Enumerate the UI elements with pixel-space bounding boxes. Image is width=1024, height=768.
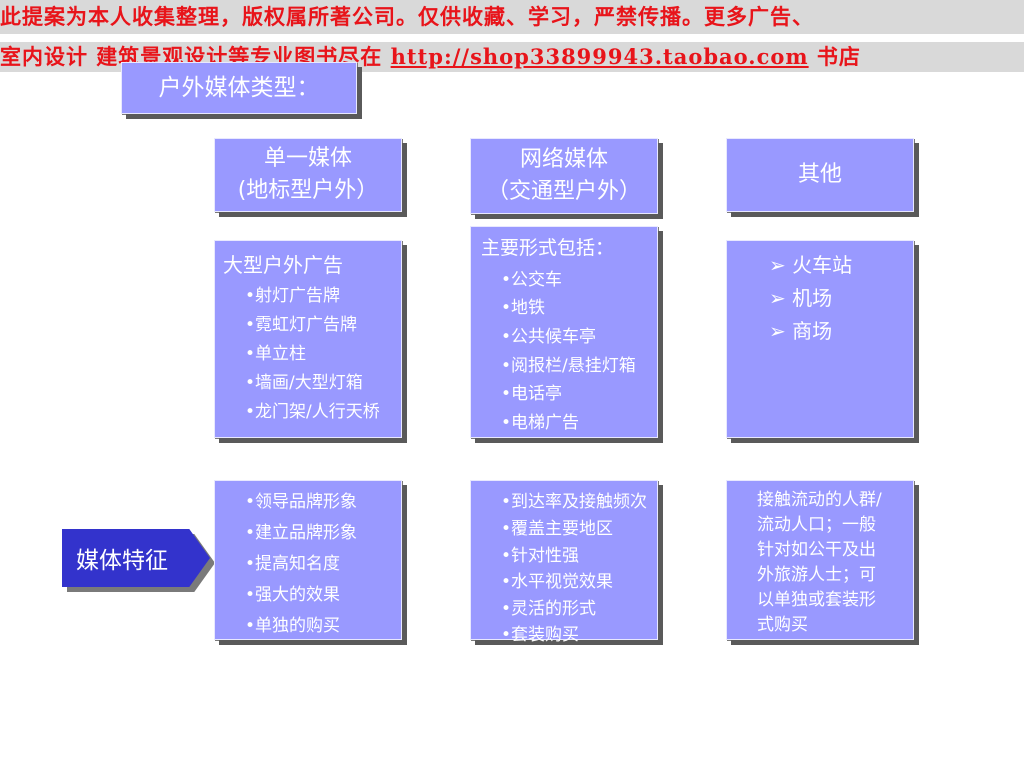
list-item: •公共候车亭 <box>501 327 597 347</box>
list-item: •针对性强 <box>501 546 580 566</box>
list-item: •水平视觉效果 <box>501 572 614 592</box>
list-item: 外旅游人士；可 <box>757 565 876 585</box>
list-item: •提高知名度 <box>245 554 341 574</box>
shop-link[interactable]: http://shop33899943.taobao.com <box>390 44 809 69</box>
list-item: •到达率及接触频次 <box>501 492 648 512</box>
network-features-box: •到达率及接触频次 •覆盖主要地区 •针对性强 •水平视觉效果 •灵活的形式 •… <box>470 480 658 645</box>
header-single-media: 单一媒体 (地标型户外） <box>214 138 402 212</box>
list-item: •公交车 <box>501 270 563 290</box>
list-item: 以单独或套装形 <box>757 590 876 610</box>
single-media-box: 大型户外广告 •射灯广告牌 •霓虹灯广告牌 •单立柱 •墙画/大型灯箱 •龙门架… <box>214 240 402 438</box>
list-item: •电话亭 <box>501 384 563 404</box>
network-media-box: 主要形式包括： •公交车 •地铁 •公共候车亭 •阅报栏/悬挂灯箱 •电话亭 •… <box>470 226 658 438</box>
single-media-heading: 大型户外广告 <box>223 253 343 277</box>
list-item: ➢ 火车站 <box>769 253 853 277</box>
header-network-line1: 网络媒体 <box>519 147 608 172</box>
list-item: •强大的效果 <box>245 585 341 605</box>
feature-tag: 媒体特征 <box>62 529 210 587</box>
list-item: •套装购买 <box>501 625 580 645</box>
header-other-label: 其他 <box>797 162 842 187</box>
list-item: •灵活的形式 <box>501 599 597 619</box>
banner-line2-suffix: 书店 <box>808 44 861 69</box>
list-item: •霓虹灯广告牌 <box>245 315 358 335</box>
list-item: •射灯广告牌 <box>245 286 341 306</box>
list-item: •墙画/大型灯箱 <box>245 373 363 393</box>
list-item: •龙门架/人行天桥 <box>245 402 380 422</box>
list-item: 流动人口；一般 <box>757 515 876 535</box>
header-single-line2: (地标型户外） <box>237 178 379 203</box>
list-item: ➢ 商场 <box>769 319 833 343</box>
list-item: •建立品牌形象 <box>245 523 358 543</box>
list-item: •领导品牌形象 <box>245 492 358 512</box>
list-item: •单立柱 <box>245 344 307 364</box>
other-features-box: 接触流动的人群/ 流动人口；一般 针对如公干及出 外旅游人士；可 以单独或套装形… <box>726 480 914 640</box>
list-item: 针对如公干及出 <box>757 540 876 560</box>
list-item: ➢ 机场 <box>769 286 833 310</box>
list-item: •电梯广告 <box>501 413 580 433</box>
header-network-line2: （交通型户外） <box>486 179 641 204</box>
header-other: 其他 <box>726 138 914 212</box>
header-network-media: 网络媒体 （交通型户外） <box>470 138 658 214</box>
list-item: •覆盖主要地区 <box>501 519 614 539</box>
list-item: •单独的购买 <box>245 616 341 636</box>
feature-tag-label: 媒体特征 <box>76 548 168 574</box>
page-title-box: 户外媒体类型： <box>121 62 357 114</box>
single-features-box: •领导品牌形象 •建立品牌形象 •提高知名度 •强大的效果 •单独的购买 <box>214 480 402 640</box>
other-box: ➢ 火车站 ➢ 机场 ➢ 商场 <box>726 240 914 438</box>
page-title: 户外媒体类型： <box>158 75 320 101</box>
list-item: 式购买 <box>757 615 808 635</box>
network-media-heading: 主要形式包括： <box>481 237 615 259</box>
watermark-banner-line1: 此提案为本人收集整理，版权属所著公司。仅供收藏、学习，严禁传播。更多广告、 <box>0 0 1024 34</box>
banner-line1-text: 此提案为本人收集整理，版权属所著公司。仅供收藏、学习，严禁传播。更多广告、 <box>0 4 814 29</box>
list-item: •地铁 <box>501 298 546 318</box>
list-item: 接触流动的人群/ <box>757 490 882 510</box>
list-item: •阅报栏/悬挂灯箱 <box>501 356 636 376</box>
header-single-line1: 单一媒体 <box>263 146 352 171</box>
